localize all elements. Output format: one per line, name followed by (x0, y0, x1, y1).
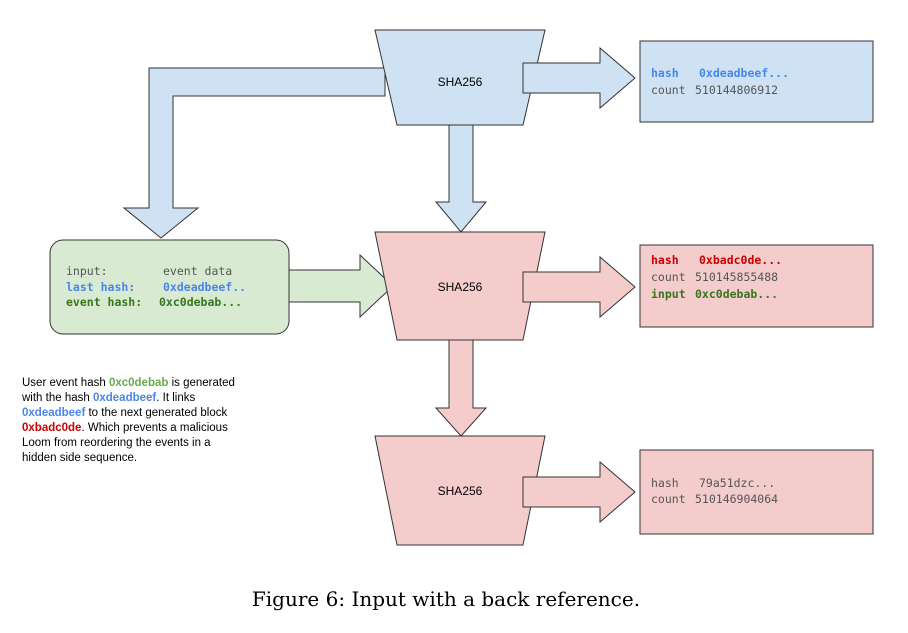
output-bottom-hash-key: hash (651, 476, 679, 490)
input-line-1-key: input: (66, 264, 108, 278)
output-top-hash-line: hash 0xdeadbeef... (651, 66, 789, 80)
sha256-label-middle: SHA256 (438, 280, 483, 294)
output-box-middle (639, 244, 874, 328)
arrow-top-output (522, 46, 636, 110)
note-text: . Which prevents a malicious (81, 422, 228, 434)
output-bottom-count-line: count 510146904064 (651, 492, 778, 506)
note-highlight-block-hash: 0xbadc0de (22, 422, 81, 434)
note-highlight-last-hash: 0xdeadbeef (22, 407, 85, 419)
note-text: User event hash (22, 377, 109, 389)
sha256-label-bottom: SHA256 (438, 484, 483, 498)
feedback-arrow (122, 67, 386, 239)
note-line-1: User event hash 0xc0debab is generated (22, 377, 235, 389)
note-text: . It links (156, 392, 195, 404)
output-middle-hash-value: 0xbadc0de... (699, 253, 782, 267)
output-middle-input-key: input (651, 287, 686, 301)
input-line-1: input: event data (66, 264, 232, 278)
sha256-block-bottom (374, 435, 546, 546)
note-line-4: 0xbadc0de. Which prevents a malicious (22, 422, 228, 434)
sha256-label-top: SHA256 (438, 75, 483, 89)
output-top-count-line: count 510144806912 (651, 83, 778, 97)
note-highlight-event-hash: 0xc0debab (109, 377, 168, 389)
arrow-input-to-middle (288, 253, 394, 319)
arrow-bottom-output (522, 460, 636, 524)
output-middle-hash-key: hash (651, 253, 679, 267)
arrow-middle-to-bottom (434, 339, 488, 437)
output-top-hash-key: hash (651, 66, 679, 80)
output-bottom-hash-line: hash 79a51dzc... (651, 476, 775, 490)
sha256-block-top (374, 29, 546, 126)
output-middle-input-line: input 0xc0debab... (651, 287, 778, 301)
output-top-hash-value: 0xdeadbeef... (699, 66, 789, 80)
output-bottom-hash-value: 79a51dzc... (699, 476, 775, 490)
input-line-2-key: last hash: (66, 280, 135, 294)
input-line-3-key: event hash: (66, 295, 142, 309)
output-middle-count-value: 510145855488 (695, 270, 778, 284)
output-middle-input-value: 0xc0debab... (695, 287, 778, 301)
arrow-middle-output (522, 255, 636, 319)
figure-caption: Figure 6: Input with a back reference. (252, 587, 640, 611)
input-line-2: last hash: 0xdeadbeef.. (66, 280, 246, 294)
input-line-3-value: 0xc0debab... (159, 295, 242, 309)
output-box-bottom (639, 449, 874, 535)
note-line-6: hidden side sequence. (22, 452, 137, 464)
output-top-count-value: 510144806912 (695, 83, 778, 97)
arrow-top-to-middle (434, 124, 488, 233)
output-middle-count-line: count 510145855488 (651, 270, 778, 284)
output-middle-hash-line: hash 0xbadc0de... (651, 253, 782, 267)
input-line-3: event hash: 0xc0debab... (66, 295, 242, 309)
note-text: to the next generated block (85, 407, 227, 419)
output-middle-count-key: count (651, 270, 686, 284)
note-text: with the hash (21, 392, 93, 404)
note-text: is generated (168, 377, 235, 389)
output-box-top (639, 40, 874, 123)
note-line-2: with the hash 0xdeadbeef. It links (21, 392, 195, 404)
note-line-3: 0xdeadbeef to the next generated block (22, 407, 227, 419)
output-bottom-count-key: count (651, 492, 686, 506)
note-highlight-last-hash: 0xdeadbeef (93, 392, 156, 404)
note-line-5: Loom from reordering the events in a (22, 437, 211, 449)
explanation-note: User event hash 0xc0debab is generated w… (21, 377, 235, 464)
input-line-1-value: event data (163, 264, 232, 278)
output-top-count-key: count (651, 83, 686, 97)
sha256-block-middle (374, 231, 546, 341)
output-bottom-count-value: 510146904064 (695, 492, 778, 506)
input-line-2-value: 0xdeadbeef.. (163, 280, 246, 294)
